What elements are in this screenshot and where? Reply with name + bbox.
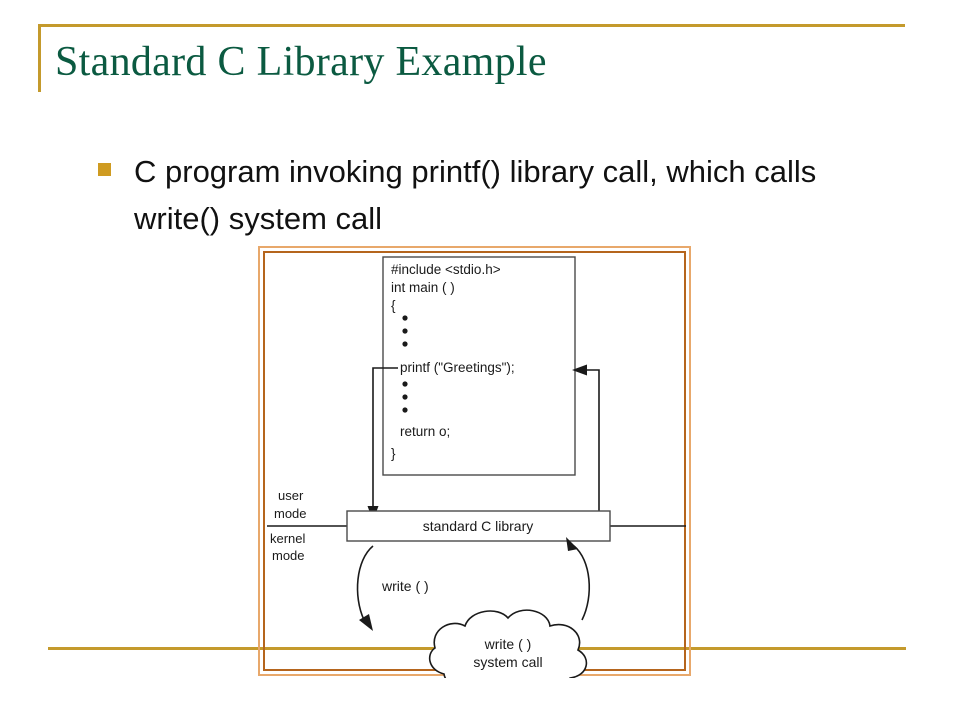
bullet-item-text: C program invoking printf() library call… [134, 154, 817, 236]
system-call-cloud [428, 609, 588, 678]
code-line-include: #include <stdio.h> [391, 262, 501, 277]
user-mode-label-line1: user [278, 488, 304, 503]
code-line-return: return o; [400, 424, 450, 439]
return-path-line [585, 369, 600, 523]
cloud-label-line2: system call [473, 654, 542, 670]
slide-left-accent-rule [38, 24, 41, 92]
write-return-arrowhead [566, 537, 578, 551]
diagram-frame: user mode kernel mode #include <stdio.h>… [258, 246, 691, 678]
user-mode-label-line2: mode [274, 506, 307, 521]
system-call-diagram: user mode kernel mode #include <stdio.h>… [267, 256, 686, 678]
code-ellipsis-dot [402, 381, 408, 387]
write-return-curve [573, 545, 591, 621]
bullet-list-item: C program invoking printf() library call… [98, 148, 838, 242]
code-line-printf: printf ("Greetings"); [400, 360, 515, 375]
code-line-close-brace: } [391, 446, 396, 461]
standard-c-library-label: standard C library [423, 518, 534, 534]
cloud-label-line1: write ( ) [484, 636, 532, 652]
return-path-arrowhead [572, 364, 587, 376]
code-ellipsis-dot [402, 407, 408, 413]
code-line-main: int main ( ) [391, 280, 455, 295]
standard-c-library-box [346, 510, 611, 542]
code-ellipsis-dot [402, 315, 408, 321]
write-call-arrowhead [359, 614, 373, 631]
code-ellipsis-dot [402, 341, 408, 347]
kernel-mode-label-line2: mode [272, 548, 305, 563]
write-call-curve [356, 545, 374, 621]
code-ellipsis-dot [402, 394, 408, 400]
write-call-label: write ( ) [381, 578, 429, 594]
page-title: Standard C Library Example [55, 39, 547, 85]
code-line-open-brace: { [391, 298, 396, 313]
slide-top-rule [38, 24, 905, 27]
code-ellipsis-dot [402, 328, 408, 334]
square-bullet-icon [98, 163, 111, 176]
code-block-box [382, 256, 576, 476]
call-path-line [372, 367, 398, 507]
kernel-mode-label-line1: kernel [270, 531, 306, 546]
